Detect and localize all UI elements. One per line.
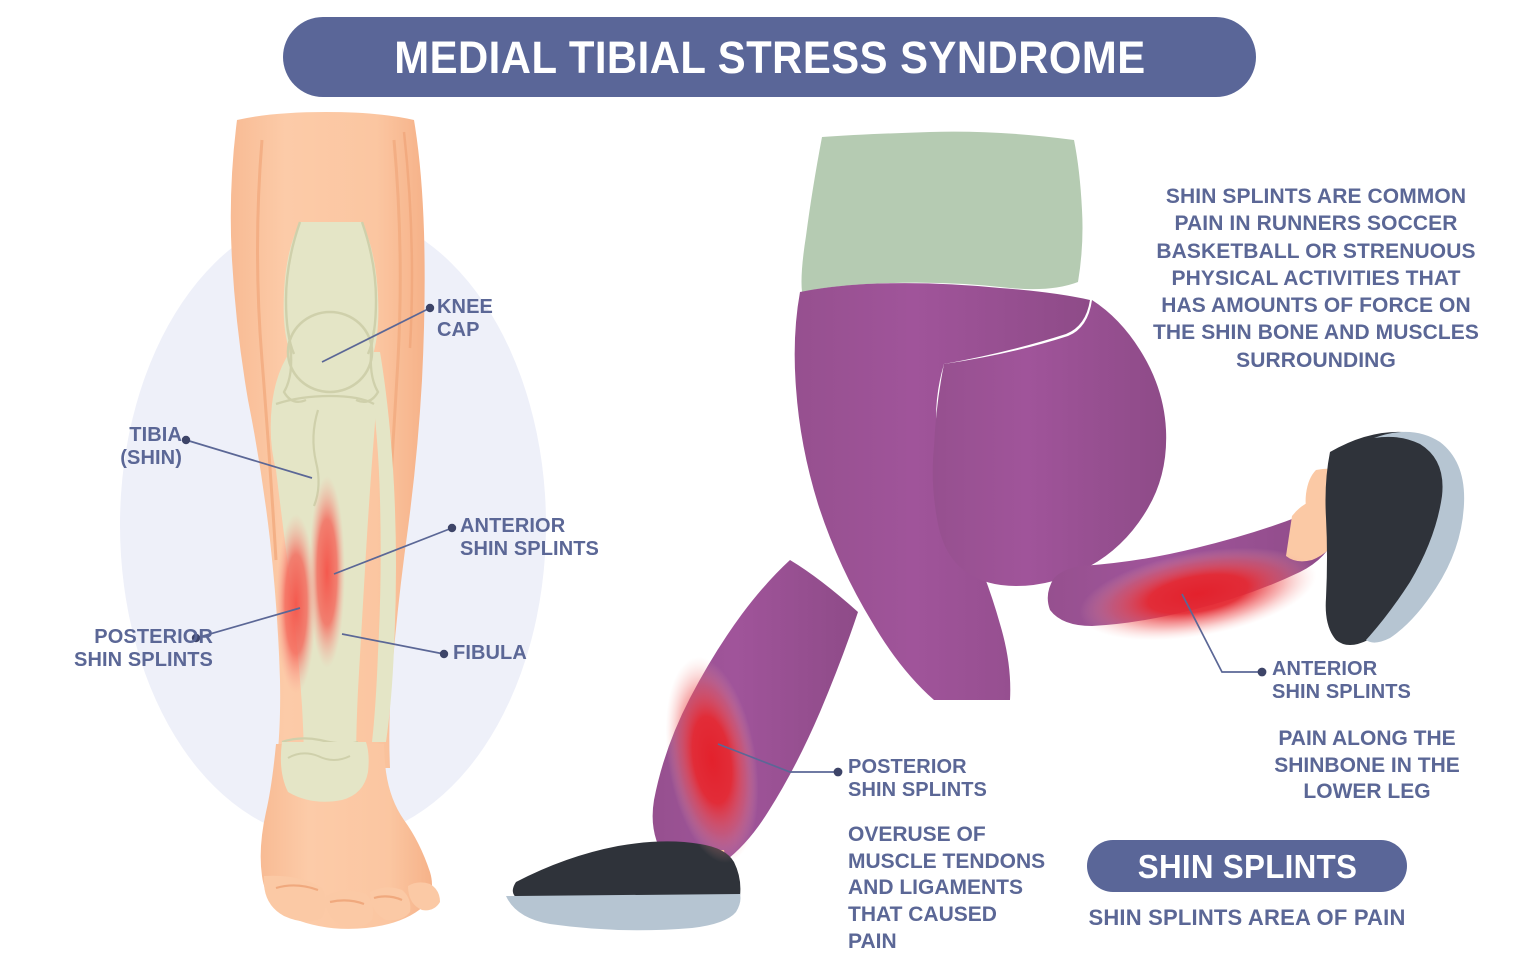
runner-leader-lines (717, 593, 1267, 777)
anatomy-leader-lines (181, 303, 457, 659)
shin-splints-badge-label: SHIN SPLINTS (1137, 847, 1357, 885)
page-title-banner: MEDIAL TIBIAL STRESS SYNDROME (283, 17, 1256, 97)
runner-back-shoe (506, 841, 741, 931)
shin-splints-badge-caption: SHIN SPLINTS AREA OF PAIN (1088, 905, 1406, 930)
runner-front-shoe (1325, 431, 1465, 645)
page-title: MEDIAL TIBIAL STRESS SYNDROME (393, 31, 1146, 83)
note-overuse: OVERUSE OF MUSCLE TENDONS AND LIGAMENTS … (848, 823, 1046, 953)
note-intro: SHIN SPLINTS ARE COMMON PAIN IN RUNNERS … (1152, 185, 1480, 372)
label-fibula: FIBULA (453, 642, 527, 664)
label-tibia: TIBIA (SHIN) (120, 424, 182, 470)
label-posterior-shin-splints-anatomy: POSTERIOR SHIN SPLINTS (74, 626, 213, 672)
label-anterior-shin-splints-anatomy: ANTERIOR SHIN SPLINTS (460, 515, 599, 561)
note-pain-along-shinbone: PAIN ALONG THE SHINBONE IN THE LOWER LEG (1274, 727, 1460, 804)
label-anterior-shin-splints-runner: ANTERIOR SHIN SPLINTS (1272, 658, 1411, 704)
pain-zone-posterior-anatomy (276, 514, 316, 694)
pain-zone-anterior-anatomy (309, 476, 345, 668)
runner-top (801, 131, 1083, 292)
label-posterior-shin-splints-runner: POSTERIOR SHIN SPLINTS (848, 756, 987, 802)
anatomy-leg-illustration (230, 112, 440, 929)
pain-zone-posterior-runner (665, 657, 759, 863)
label-knee-cap: KNEE CAP (437, 296, 493, 342)
shin-splints-badge: SHIN SPLINTS (1087, 840, 1407, 892)
pain-zone-anterior-runner (1079, 547, 1317, 641)
runner-illustration (506, 131, 1465, 931)
runner-front-thigh (932, 300, 1167, 586)
